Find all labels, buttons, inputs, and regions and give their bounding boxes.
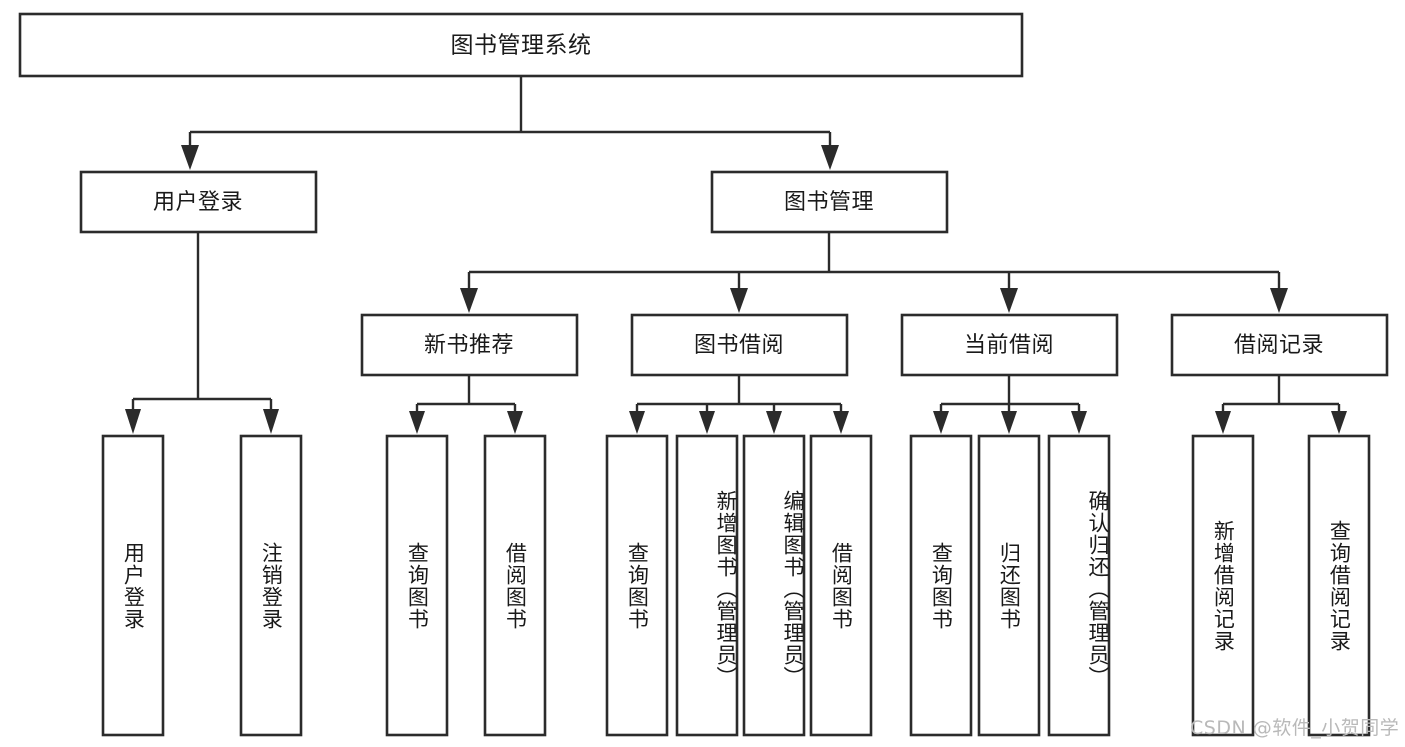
arrow-head-book-borrow (730, 288, 748, 313)
arrow-head-leaf-query-book-2 (629, 411, 645, 434)
arrow-head-user-login (181, 145, 199, 170)
node-borrow-record-label: 借阅记录 (1234, 333, 1324, 358)
leaf-query-book-3-box[interactable] (909, 434, 973, 737)
node-borrow-record-box[interactable] (1170, 313, 1389, 377)
node-root-label: 图书管理系统 (451, 33, 592, 59)
arrow-head-leaf-user-login (125, 409, 141, 434)
arrow-head-leaf-add-record (1215, 411, 1231, 434)
leaf-user-login-box[interactable] (101, 434, 165, 737)
arrow-head-leaf-borrow-book-1 (507, 411, 523, 434)
leaf-return-book-box[interactable] (977, 434, 1041, 737)
leaf-add-record-box[interactable] (1191, 434, 1255, 737)
node-root[interactable]: 图书管理系统 (18, 12, 1024, 78)
arrow-head-leaf-edit-book (766, 411, 782, 434)
arrow-head-leaf-borrow-book-2 (833, 411, 849, 434)
arrow-head-leaf-confirm-return (1071, 411, 1087, 434)
arrow-head-leaf-query-record (1331, 411, 1347, 434)
node-user-login[interactable]: 用户登录 (79, 170, 318, 234)
node-new-book-recommend[interactable]: 新书推荐 (360, 313, 579, 377)
node-book-borrow[interactable]: 图书借阅 (630, 313, 849, 377)
node-new-book-recommend-box[interactable] (360, 313, 579, 377)
node-book-borrow-label: 图书借阅 (694, 333, 784, 358)
leaf-borrow-book-2-box[interactable] (809, 434, 873, 737)
csdn-watermark: CSDN @软件_小贺同学 (1190, 717, 1400, 739)
arrow-head-borrow-record (1270, 288, 1288, 313)
arrow-head-leaf-query-book-1 (409, 411, 425, 434)
arrow-head-book-management (821, 145, 839, 170)
arrow-head-leaf-logout (263, 409, 279, 434)
leaf-borrow-book-1-box[interactable] (483, 434, 547, 737)
leaf-layer (101, 434, 1371, 737)
node-book-management-label: 图书管理 (784, 190, 874, 215)
arrow-head-leaf-add-book (699, 411, 715, 434)
connector-layer (125, 76, 1347, 434)
node-current-borrow-box[interactable] (900, 313, 1119, 377)
leaf-query-book-2-box[interactable] (605, 434, 669, 737)
node-user-login-box[interactable] (79, 170, 318, 234)
node-borrow-record[interactable]: 借阅记录 (1170, 313, 1389, 377)
node-book-borrow-box[interactable] (630, 313, 849, 377)
node-current-borrow[interactable]: 当前借阅 (900, 313, 1119, 377)
leaf-query-book-1-box[interactable] (385, 434, 449, 737)
node-current-borrow-label: 当前借阅 (964, 333, 1054, 358)
leaf-confirm-return-box[interactable] (1047, 434, 1111, 737)
arrow-head-current-borrow (1000, 288, 1018, 313)
node-root-box[interactable] (18, 12, 1024, 78)
leaf-edit-book-box[interactable] (742, 434, 806, 737)
leaf-query-record-box[interactable] (1307, 434, 1371, 737)
arrow-head-leaf-return-book (1001, 411, 1017, 434)
node-new-book-recommend-label: 新书推荐 (424, 333, 514, 358)
arrow-head-new-book-recommend (460, 288, 478, 313)
node-book-management-box[interactable] (710, 170, 949, 234)
leaf-logout-box[interactable] (239, 434, 303, 737)
arrow-head-leaf-query-book-3 (933, 411, 949, 434)
leaf-add-book-box[interactable] (675, 434, 739, 737)
node-user-login-label: 用户登录 (153, 190, 243, 215)
node-book-management[interactable]: 图书管理 (710, 170, 949, 234)
